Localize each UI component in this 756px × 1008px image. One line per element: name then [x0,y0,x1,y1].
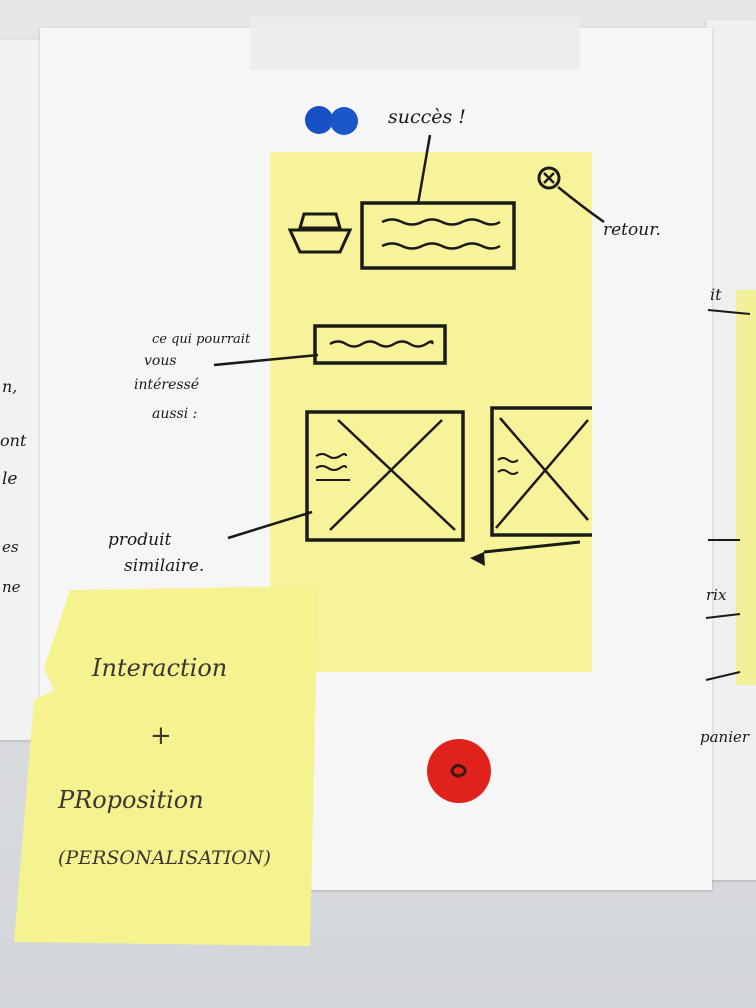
blue-vote-dots [305,106,358,135]
note-line: PRoposition [57,786,204,814]
close-icon [537,166,605,224]
right-fragment: panier [700,728,750,746]
tape-strip [250,16,580,70]
left-fragment: n, [2,377,17,396]
success-label: succès ! [388,106,466,128]
left-fragment: es [2,538,19,556]
suggestion-label-line: ce qui pourrait [152,332,251,347]
left-fragment: ont [0,431,27,450]
blue-dot [330,107,358,135]
product-card [490,406,592,537]
similar-label-line: produit [108,530,172,550]
similar-pointer-line [227,510,313,540]
left-fragment: ne [2,578,21,596]
suggestion-pointer-line [213,353,319,367]
note-line: (PERSONALISATION) [58,847,271,869]
suggestion-header-box [313,324,447,365]
right-sheet-writing: it rix panier [700,285,751,746]
note-paper [14,586,318,946]
suggestion-label: ce qui pourrait vous intéressé aussi : [134,332,251,422]
back-label: retour. [603,220,661,240]
scroll-arrow-icon [470,540,581,566]
left-sheet-writing: n, ont le es ne [0,377,27,596]
product-card [305,410,465,542]
left-paper-sheet [0,40,42,740]
note-line: + [150,721,172,751]
suggestion-label-line: vous [144,353,177,369]
suggestion-label-line: aussi : [152,406,197,422]
success-pointer-line [416,134,432,205]
comment-sticky-note: Interaction + PRoposition (PERSONALISATI… [14,586,318,946]
right-fragment: rix [706,586,727,604]
basket-icon [287,212,353,254]
note-line: Interaction [91,654,227,682]
right-sticky-strip [736,290,756,685]
left-fragment: le [2,469,18,489]
right-fragment: it [710,285,722,304]
similar-label-line: similaire. [124,556,204,576]
wireframe-sticky [213,134,605,672]
success-message-box [360,201,516,270]
red-vote-dot [427,739,491,803]
suggestion-label-line: intéressé [134,377,199,393]
red-dot [427,739,491,803]
blue-dot [305,106,333,134]
